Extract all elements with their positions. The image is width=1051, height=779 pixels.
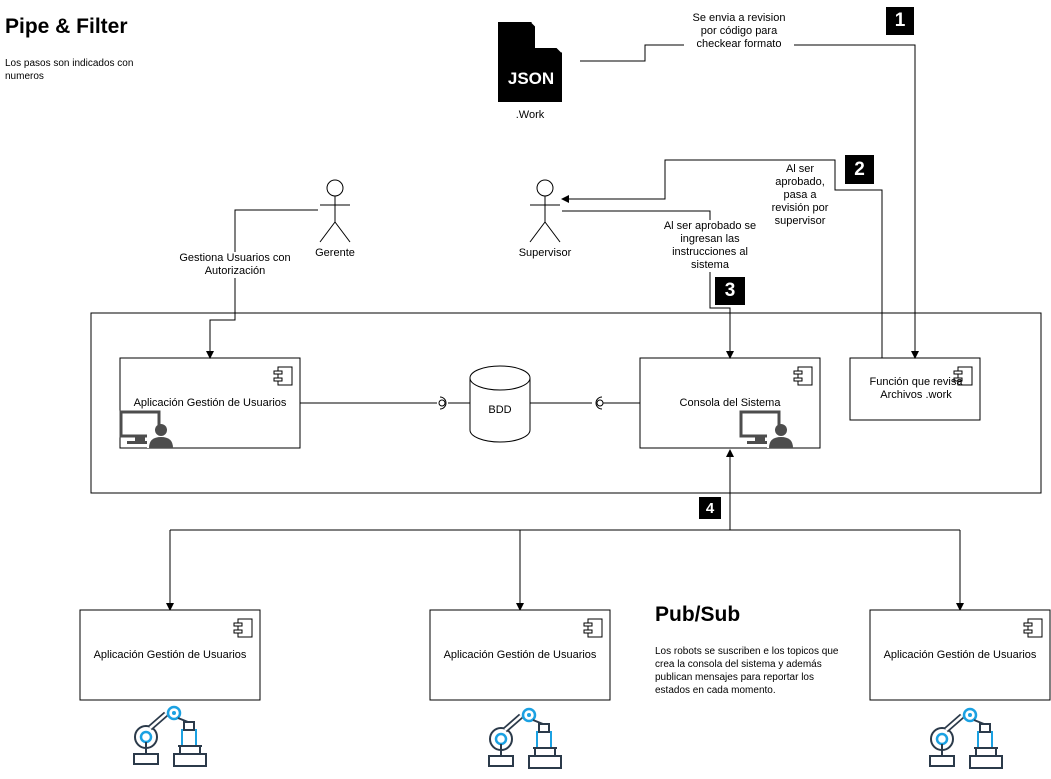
json-icon-text: JSON: [507, 69, 555, 88]
robot-app-component-2[interactable]: [429, 609, 611, 701]
pubsub-description: Los robots se suscriben e los topicos qu…: [655, 646, 839, 696]
funcion-label: Función que revisa Archivos .work: [869, 376, 963, 401]
step3-label: Al ser aprobado se ingresan las instrucc…: [658, 220, 762, 272]
json-file-label: .Work: [515, 109, 545, 121]
gestiona-label: Gestiona Usuarios con Autorización: [172, 252, 298, 278]
gerente-actor: [319, 179, 351, 243]
robot-app-label-3: Aplicación Gestión de Usuarios: [883, 649, 1037, 661]
robot-app-component-1[interactable]: [79, 609, 261, 701]
supervisor-label: Supervisor: [518, 247, 572, 259]
supervisor-actor: [529, 179, 561, 243]
consola-label: Consola del Sistema: [679, 397, 781, 409]
robot-app-component-3[interactable]: [869, 609, 1051, 701]
consola-component[interactable]: [639, 357, 821, 450]
step-badge-4: 4: [699, 497, 721, 519]
pipe-filter-subtitle: Los pasos son indicados con numeros: [5, 58, 134, 82]
robot-arm-icon-3: [930, 709, 1002, 768]
pipe-filter-title: Pipe & Filter: [5, 15, 128, 38]
system-boundary: [90, 312, 1042, 494]
supervisor-to-consola-line: [562, 210, 734, 359]
robot-arm-icon-1: [134, 707, 206, 766]
step-badge-1: 1: [886, 7, 914, 35]
step1-label: Se envia a revision por código para chec…: [684, 12, 794, 51]
robot-app-label-2: Aplicación Gestión de Usuarios: [443, 649, 597, 661]
bdd-label: BDD: [488, 404, 512, 416]
gerente-to-app-line: [206, 209, 318, 359]
funcion-component[interactable]: [849, 357, 981, 421]
consola-bdd-interface: [530, 396, 640, 410]
gerente-label: Gerente: [315, 247, 355, 259]
step-badge-3: 3: [715, 277, 745, 305]
funcion-to-supervisor-line: [561, 159, 883, 358]
step2-label: Al ser aprobado, pasa a revisión por sup…: [766, 163, 834, 228]
step-badge-2: 2: [845, 155, 874, 184]
bdd-database[interactable]: [469, 365, 531, 443]
json-to-funcion-line: [580, 44, 919, 359]
robot-arm-icon-2: [489, 709, 561, 768]
pubsub-title: Pub/Sub: [655, 603, 741, 626]
app-bdd-interface: [300, 396, 470, 410]
json-file-icon: [498, 21, 563, 102]
robot-app-label-1: Aplicación Gestión de Usuarios: [93, 649, 247, 661]
app-gestion-label: Aplicación Gestión de Usuarios: [133, 397, 287, 409]
